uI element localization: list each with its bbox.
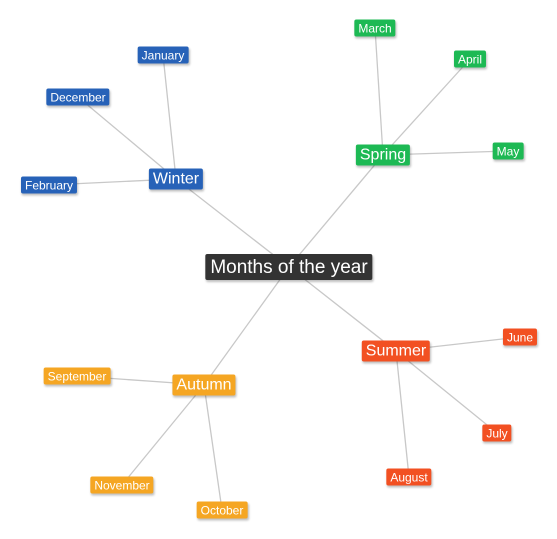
month-node-august[interactable]: August (386, 468, 432, 486)
edge-spring-april (382, 58, 471, 156)
month-node-february[interactable]: February (20, 176, 78, 194)
branch-node-winter[interactable]: Winter (148, 168, 204, 190)
month-node-december[interactable]: December (46, 88, 110, 106)
month-node-october[interactable]: October (196, 501, 248, 519)
branch-node-summer[interactable]: Summer (361, 340, 431, 362)
edge-root-summer (288, 266, 397, 352)
edge-root-winter (175, 178, 290, 268)
branch-node-autumn[interactable]: Autumn (172, 374, 236, 396)
month-node-june[interactable]: June (502, 328, 538, 346)
month-node-april[interactable]: April (453, 50, 487, 68)
branch-node-spring[interactable]: Spring (355, 144, 411, 166)
edge-root-autumn (203, 266, 290, 386)
month-node-september[interactable]: September (43, 367, 111, 385)
edge-autumn-november (121, 384, 205, 486)
edge-winter-december (77, 96, 177, 180)
month-node-may[interactable]: May (492, 142, 524, 160)
edge-winter-january (162, 54, 177, 180)
month-node-march[interactable]: March (354, 19, 396, 37)
edge-spring-march (374, 27, 384, 156)
month-node-july[interactable]: July (482, 424, 512, 442)
edge-summer-july (395, 350, 498, 434)
edge-summer-august (395, 350, 410, 478)
month-node-january[interactable]: January (137, 46, 189, 64)
root-node[interactable]: Months of the year (205, 254, 373, 280)
edge-root-spring (288, 154, 384, 268)
edge-autumn-october (203, 384, 223, 511)
month-node-november[interactable]: November (90, 476, 154, 494)
